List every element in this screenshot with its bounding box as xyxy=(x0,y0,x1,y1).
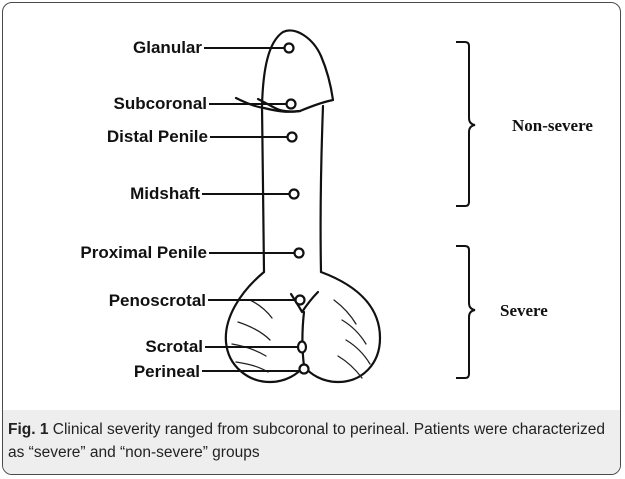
skin-fold xyxy=(338,356,362,378)
group-severe: Severe xyxy=(456,246,548,378)
group-label: Severe xyxy=(500,301,548,320)
site-proximal-penile: Proximal Penile xyxy=(80,243,303,262)
site-marker xyxy=(300,365,309,374)
skin-fold xyxy=(238,322,270,340)
site-marker xyxy=(298,342,306,353)
site-label: Subcoronal xyxy=(113,94,207,113)
group-label: Non-severe xyxy=(512,116,593,135)
skin-fold xyxy=(334,300,356,324)
caption-text: Clinical severity ranged from subcoronal… xyxy=(8,421,605,461)
figure-caption: Fig. 1 Clinical severity ranged from sub… xyxy=(8,418,608,464)
site-marker xyxy=(295,249,304,258)
site-marker xyxy=(296,296,305,305)
site-distal-penile: Distal Penile xyxy=(107,127,297,146)
brace-non-severe xyxy=(456,42,475,206)
shaft-right-outline xyxy=(321,106,323,272)
site-label: Glanular xyxy=(133,38,202,57)
site-label: Penoscrotal xyxy=(109,291,206,310)
site-midshaft: Midshaft xyxy=(130,184,298,203)
site-perineal: Perineal xyxy=(134,362,309,381)
site-label: Distal Penile xyxy=(107,127,208,146)
site-label: Midshaft xyxy=(130,184,200,203)
figure-label: Fig. 1 xyxy=(8,421,48,438)
site-label: Scrotal xyxy=(145,337,203,356)
brace-severe xyxy=(456,246,475,378)
scrotal-raphe xyxy=(303,312,305,366)
skin-fold xyxy=(250,300,272,318)
site-label: Perineal xyxy=(134,362,200,381)
site-marker xyxy=(288,133,297,142)
site-marker xyxy=(285,44,294,53)
anatomy-diagram: Glanular Subcoronal Distal Penile Midsha… xyxy=(0,0,625,410)
site-label: Proximal Penile xyxy=(80,243,207,262)
glans-outline xyxy=(258,30,333,111)
site-subcoronal: Subcoronal xyxy=(113,94,295,113)
skin-fold xyxy=(232,344,266,356)
site-marker xyxy=(287,100,296,109)
site-marker xyxy=(290,190,299,199)
shaft-left-outline xyxy=(262,106,264,272)
group-non-severe: Non-severe xyxy=(456,42,593,206)
site-penoscrotal: Penoscrotal xyxy=(109,291,305,310)
